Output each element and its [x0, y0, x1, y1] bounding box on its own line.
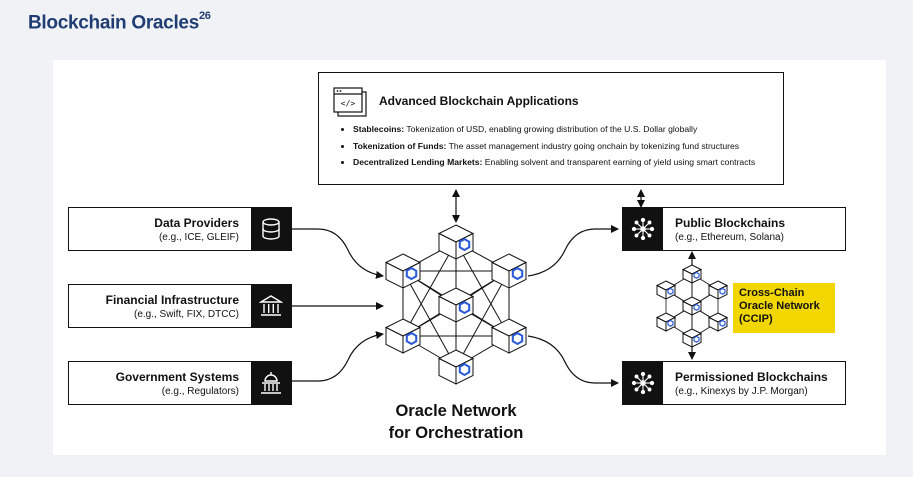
oracle-cube-node	[490, 318, 528, 354]
bank-icon	[251, 285, 291, 327]
ccip-cube-node	[681, 328, 703, 348]
ccip-cube-node	[655, 312, 677, 332]
capitol-icon	[251, 362, 291, 404]
oracle-cube-node	[490, 253, 528, 289]
oracle-cube-node	[384, 253, 422, 289]
input-title: Government Systems	[115, 370, 239, 384]
output-title: Permissioned Blockchains	[675, 370, 828, 384]
input-subtitle: (e.g., Regulators)	[161, 386, 239, 397]
input-title: Financial Infrastructure	[105, 293, 239, 307]
oracle-cube-node	[384, 318, 422, 354]
ccip-cube-node	[681, 264, 703, 284]
ccip-cube-node	[681, 296, 703, 316]
output-title: Public Blockchains	[675, 216, 786, 230]
oracle-cube-node	[437, 349, 475, 385]
input-subtitle: (e.g., ICE, GLEIF)	[158, 232, 239, 243]
output-subtitle: (e.g., Ethereum, Solana)	[675, 232, 784, 243]
network-icon	[623, 362, 663, 404]
network-icon	[623, 208, 663, 250]
input-box-government-systems: Government Systems (e.g., Regulators)	[68, 361, 292, 405]
input-box-data-providers: Data Providers (e.g., ICE, GLEIF)	[68, 207, 292, 251]
database-icon	[251, 208, 291, 250]
input-box-financial-infrastructure: Financial Infrastructure (e.g., Swift, FI…	[68, 284, 292, 328]
oracle-cube-node	[437, 224, 475, 260]
output-box-public-blockchains: Public Blockchains (e.g., Ethereum, Solan…	[622, 207, 846, 251]
ccip-cube-node	[707, 312, 729, 332]
applications-list: Stablecoins: Tokenization of USD, enabli…	[341, 121, 755, 171]
code-window-icon: </>	[333, 87, 367, 122]
applications-heading: Advanced Blockchain Applications	[379, 94, 579, 108]
output-box-permissioned-blockchains: Permissioned Blockchains (e.g., Kinexys b…	[622, 361, 846, 405]
input-title: Data Providers	[154, 216, 239, 230]
ccip-cube-node	[655, 280, 677, 300]
list-item: Decentralized Lending Markets: Enabling …	[353, 154, 755, 171]
input-subtitle: (e.g., Swift, FIX, DTCC)	[133, 309, 239, 320]
output-subtitle: (e.g., Kinexys by J.P. Morgan)	[675, 386, 808, 397]
list-item: Tokenization of Funds: The asset managem…	[353, 138, 755, 155]
svg-text:</>: </>	[341, 99, 356, 108]
list-item: Stablecoins: Tokenization of USD, enabli…	[353, 121, 755, 138]
page-title: Blockchain Oracles26	[28, 10, 211, 34]
ccip-cube-node	[707, 280, 729, 300]
applications-box: </> Advanced Blockchain Applications Sta…	[318, 72, 784, 185]
oracle-cube-node	[437, 287, 475, 323]
